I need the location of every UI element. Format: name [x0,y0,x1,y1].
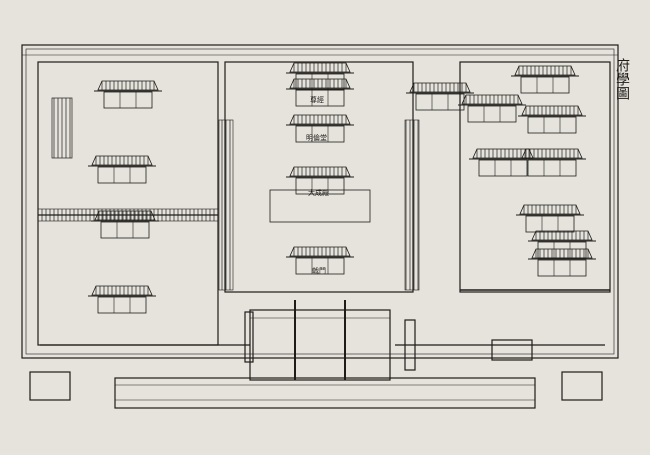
lingxing-gate [249,309,391,381]
map-title: 府學圖 [614,58,630,100]
outer-wall [21,44,619,359]
label-jimen: 戟門 [312,267,326,275]
south-wall [114,377,536,409]
label-zunjing: 尊經 [310,96,324,104]
east-compound [459,61,611,293]
label-dacheng: 大成殿 [308,189,329,197]
label-minglun: 明倫堂 [306,134,327,142]
